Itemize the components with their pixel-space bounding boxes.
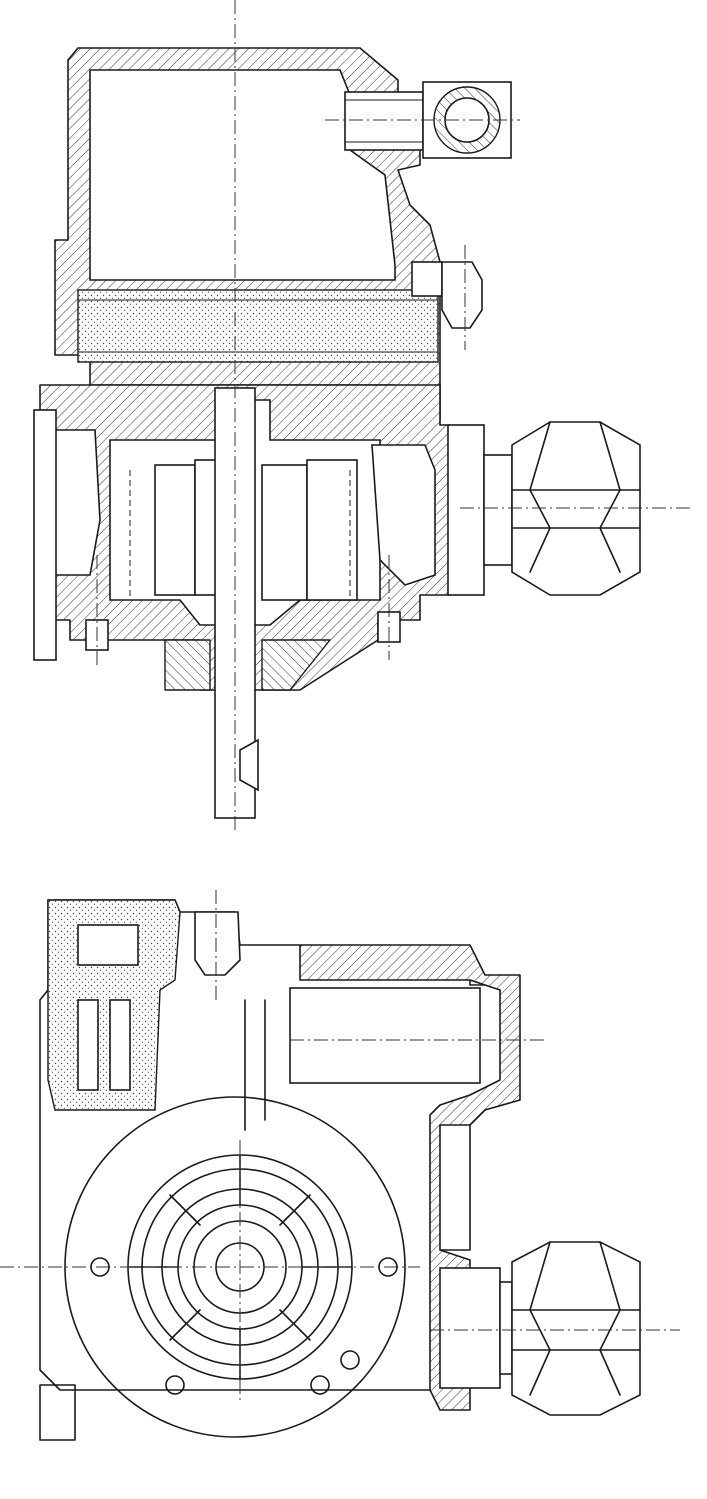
top-port-nipple xyxy=(344,91,424,151)
wheel-housing xyxy=(64,1096,406,1438)
gear-right-block xyxy=(261,464,308,601)
lower-union-hex-nut xyxy=(511,1241,641,1416)
bolt-hole xyxy=(378,1257,398,1277)
lower-union-nipple xyxy=(439,1267,501,1389)
union-nipple xyxy=(447,424,485,596)
cylinder-cavity xyxy=(89,69,396,281)
longitudinal-section-view xyxy=(33,0,690,830)
gear-left-block xyxy=(154,464,196,596)
piston xyxy=(77,289,439,363)
bolt-hole xyxy=(340,1350,360,1370)
cross-section-view xyxy=(0,890,680,1441)
bolt-hole xyxy=(90,1257,110,1277)
side-fitting xyxy=(411,261,443,297)
horizontal-bore xyxy=(289,987,481,1084)
bolt-hole xyxy=(165,1375,185,1395)
bolt-hole xyxy=(310,1375,330,1395)
